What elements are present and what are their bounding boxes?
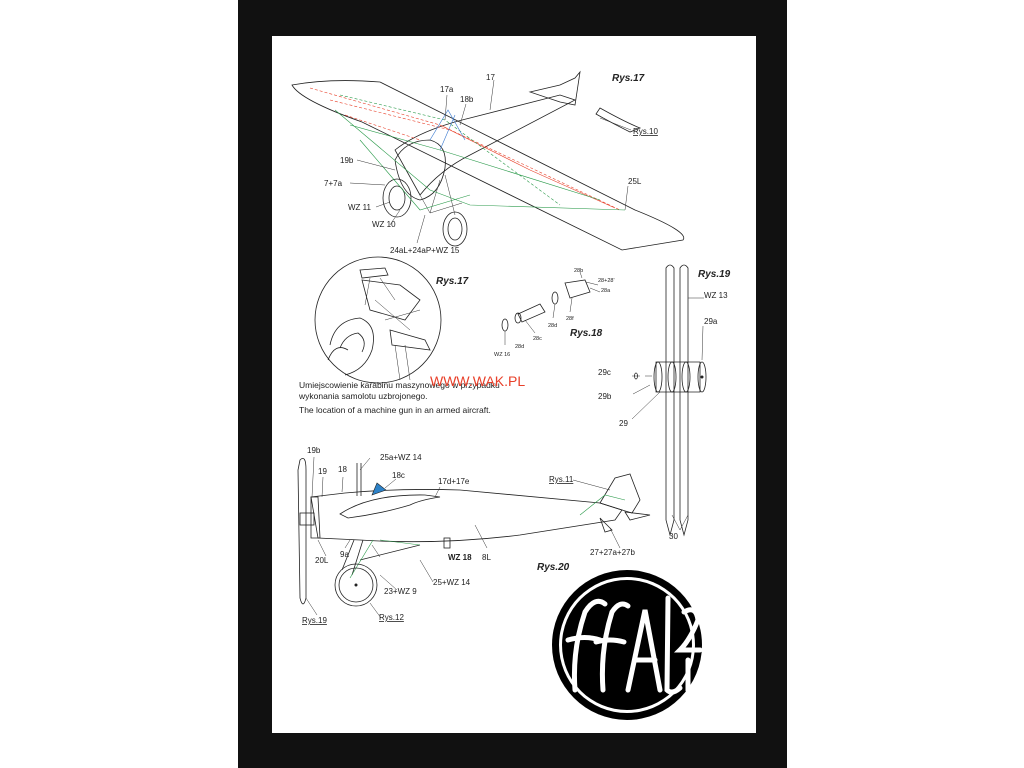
label-19b-top: 19b: [340, 156, 354, 165]
label-7-7a: 7+7a: [324, 179, 343, 188]
label-rys11: Rys.11: [549, 475, 574, 484]
label-27: 27+27a+27b: [590, 548, 635, 557]
label-30: 30: [669, 532, 678, 541]
aircraft-perspective-view: [291, 70, 685, 251]
watermark: WWW.WAK.PL: [430, 373, 525, 389]
gun-parts-exploded: [501, 271, 601, 345]
figure-title-rys17-detail: Rys.17: [436, 276, 469, 287]
propeller-parts: [631, 264, 707, 537]
label-rys12: Rys.12: [379, 613, 404, 622]
label-18b: 18b: [460, 95, 474, 104]
label-9a: 9a: [340, 550, 349, 559]
label-28f: 28f: [566, 316, 574, 322]
label-28d: 28d: [548, 323, 557, 329]
label-29: 29: [619, 419, 628, 428]
label-8l: 8L: [482, 553, 491, 562]
label-19b: 19b: [307, 446, 321, 455]
label-17d-17e: 17d+17e: [438, 477, 470, 486]
machine-gun-detail: [314, 256, 442, 384]
label-23-wz9: 23+WZ 9: [384, 587, 417, 596]
label-28-28: 28+28': [598, 278, 615, 284]
label-25-wz14: 25+WZ 14: [433, 578, 471, 587]
label-wz16: WZ 16: [494, 352, 510, 358]
label-25l: 25L: [628, 177, 642, 186]
label-wz10: WZ 10: [372, 220, 396, 229]
label-19: 19: [318, 467, 327, 476]
label-28a: 28a: [601, 288, 611, 294]
figure-title-rys19: Rys.19: [698, 269, 731, 280]
pfalz-logo: [552, 570, 707, 720]
label-29b: 29b: [598, 392, 612, 401]
label-18: 18: [338, 465, 347, 474]
label-17: 17: [486, 73, 495, 82]
label-wz18: WZ 18: [448, 553, 472, 562]
label-25a-wz14: 25a+WZ 14: [380, 453, 422, 462]
label-28c: 28c: [533, 336, 542, 342]
label-24: 24aL+24aP+WZ 15: [390, 246, 460, 255]
label-28b: 28b: [574, 268, 583, 274]
caption-en: The location of a machine gun in an arme…: [299, 405, 491, 415]
label-wz11: WZ 11: [348, 203, 372, 212]
figure-title-rys17: Rys.17: [612, 73, 645, 84]
label-29a: 29a: [704, 317, 718, 326]
figure-title-rys18: Rys.18: [570, 328, 603, 339]
label-18c: 18c: [392, 471, 405, 480]
caption-pl-line2: wykonania samolotu uzbrojonego.: [298, 391, 428, 401]
label-wz13: WZ 13: [704, 291, 728, 300]
label-rys10: Rys.10: [633, 127, 658, 136]
label-rys19-ref: Rys.19: [302, 616, 327, 625]
aircraft-side-view: [297, 456, 651, 619]
caption-pl-line1: Umiejscowienie karabinu maszynowego w pr…: [299, 380, 500, 390]
label-29c: 29c: [598, 368, 611, 377]
figure-title-rys20: Rys.20: [537, 562, 570, 573]
label-28d-2: 28d: [515, 344, 524, 350]
label-17a: 17a: [440, 85, 454, 94]
label-20l: 20L: [315, 556, 329, 565]
